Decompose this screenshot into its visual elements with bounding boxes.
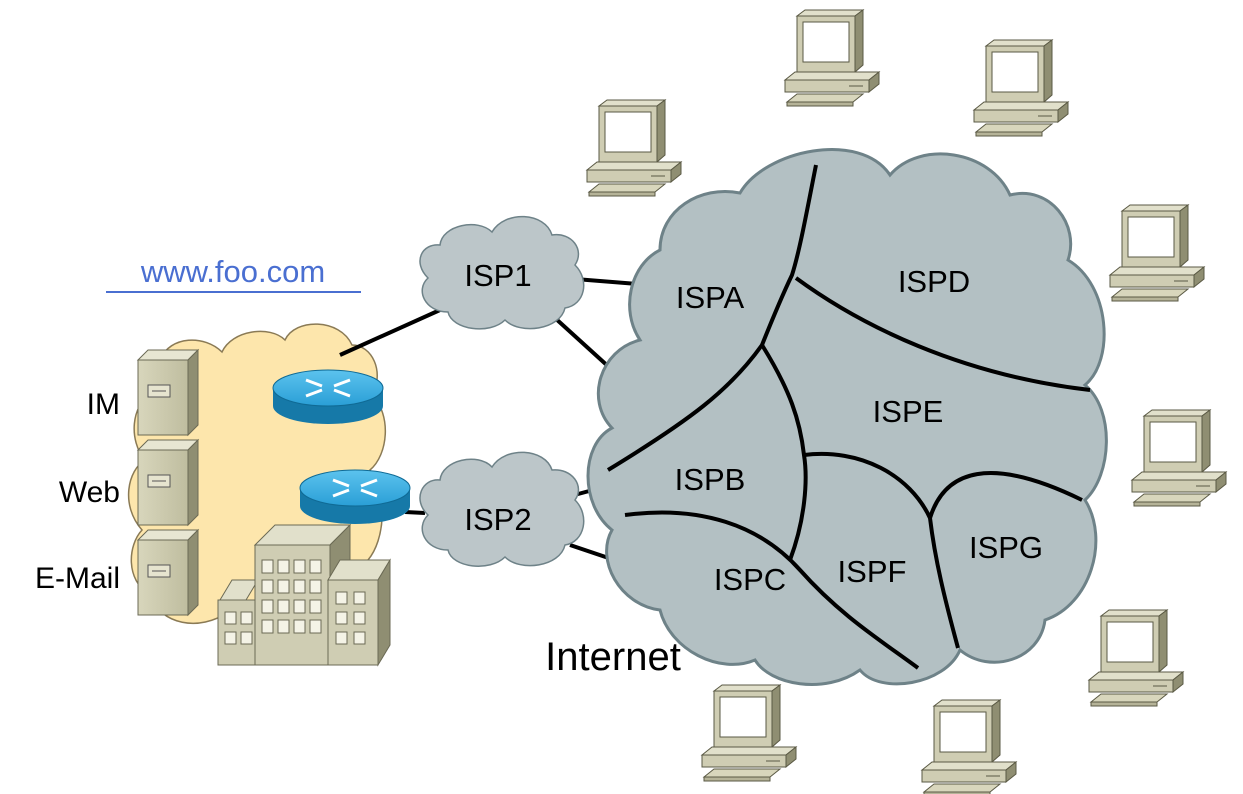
server-email (136, 528, 200, 617)
isp2-cloud (419, 451, 585, 567)
desktop-computer-icon (1087, 609, 1185, 707)
ispc-label: ISPC (714, 562, 786, 597)
desktop-computer-icon (783, 9, 881, 107)
router-icon (272, 369, 384, 424)
link-isp1-internet (553, 316, 612, 370)
desktop-computer-icon (972, 39, 1070, 137)
ispg-label: ISPG (969, 530, 1043, 565)
desktop-computer-icon (920, 699, 1018, 794)
ispe-label: ISPE (873, 394, 944, 429)
desktop-computers (585, 9, 1228, 794)
link-router2-isp2 (404, 510, 426, 515)
isp-boundaries (606, 164, 1091, 670)
ispb-label: ISPB (675, 462, 746, 497)
site-url-link[interactable]: www.foo.com (140, 254, 325, 289)
link-router1-isp1 (339, 308, 441, 357)
server-im (136, 348, 200, 437)
internet-cloud (586, 148, 1108, 686)
desktop-computer-icon (585, 99, 683, 197)
ispf-label: ISPF (838, 554, 907, 589)
server-label-im: IM (87, 388, 120, 421)
internet-label: Internet (545, 635, 681, 679)
server-label-email: E-Mail (35, 562, 120, 595)
ispd-label: ISPD (898, 264, 970, 299)
desktop-computer-icon (1130, 409, 1228, 507)
office-building-icon (217, 523, 391, 667)
desktop-computer-icon (1108, 204, 1206, 302)
isp2-label: ISP2 (464, 502, 531, 537)
router-icon (299, 469, 411, 524)
isp1-label: ISP1 (464, 258, 531, 293)
server-web (136, 438, 200, 527)
desktop-computer-icon (700, 684, 798, 782)
ispa-label: ISPA (676, 280, 745, 315)
isp1-cloud (419, 215, 585, 330)
server-label-web: Web (59, 476, 120, 509)
